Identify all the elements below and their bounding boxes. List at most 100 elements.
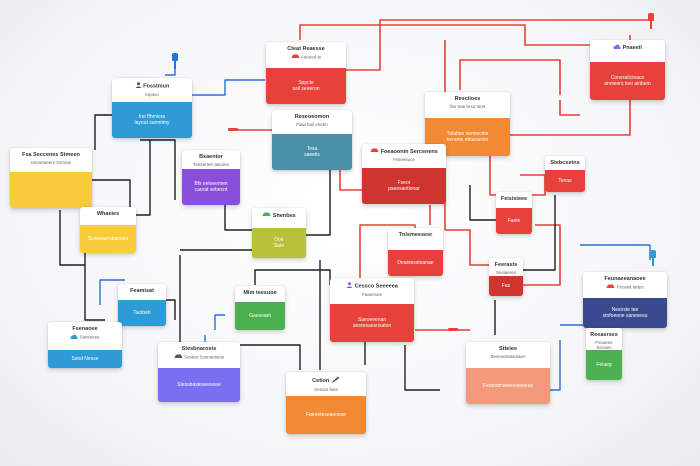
wire-blue-7 [99,279,125,305]
wire-black-15 [404,345,440,391]
wire-red-8 [444,185,495,266]
wire-red-1 [299,24,600,46]
node-card[interactable]: Feerasts Sesiaeres Fas [489,258,523,296]
card-title: Stteiee [498,346,518,352]
node-card[interactable]: Stesbnarosts Sestee Sosnaetsioe Stessbas… [158,342,240,402]
car-icon [174,354,183,361]
card-body: Ssnd Nesse [48,350,122,368]
card-subtitle: Faaeesee [361,291,382,297]
wire-red-4 [459,59,561,95]
node-card[interactable]: Mim teesuoe Gaeseaet [235,286,285,330]
node-card[interactable]: Feamisat Tacibeb [118,284,166,326]
node-card[interactable]: Feisisieee Faeie [496,192,532,234]
car-icon [370,148,379,156]
card-body [10,172,92,208]
node-card[interactable]: Bsaentor Teeeerten ateuine Bfs eeloeemen… [182,150,240,205]
card-title: Mim teesuoe [243,290,277,296]
wire-black-17 [510,195,556,271]
card-title: Feisisieee [500,196,528,202]
user-icon [346,282,353,291]
wire-red-12 [559,100,580,116]
card-subtitle: Fsseesuce [393,156,415,162]
card-title: Stesbnarosts [181,346,217,352]
wire-black-14 [240,344,301,370]
card-body: Suseeaersbanuvo [80,225,136,253]
card-title: Whaeies [96,211,120,217]
card-title: Cessco Seeeeea [354,283,398,290]
card-title: Cetion [312,378,330,385]
connector-end [448,328,458,331]
card-subtitle: Iarmetaeern bsmnie [30,159,72,165]
card-title: Shenbes [272,213,296,220]
car-icon [291,54,300,61]
wire-blue-8 [214,314,225,330]
plug-icon [648,13,654,29]
card-title: Fosstmun [143,83,170,90]
node-card[interactable]: Reeasrses Fssaeee Secaen Feiaeg [586,328,622,380]
cloud-icon [613,44,621,52]
card-body: Faeie [496,208,532,234]
wire-red-2 [345,19,650,71]
wire-blue-3 [580,244,651,260]
card-body: Faeeeteseaeoese [286,396,366,434]
node-card[interactable]: Stteiee Beseoeriataniaen Fesrnamaneeesee… [466,342,550,404]
connector-end [228,128,238,131]
cloud-icon [70,333,78,341]
card-body: Stessbasteseesoee [158,368,240,402]
node-card[interactable]: Whaeies Suseeaersbanuvo [80,207,136,253]
user-icon [135,82,142,91]
card-body: Fesrnamaneeeseeeas [466,368,550,404]
card-title: Resciioes [454,96,481,102]
card-subtitle: Sasseeee [79,333,100,339]
wire-black-3 [140,139,176,200]
card-body: Tacibeb [118,300,166,326]
wire-blue-2 [190,79,265,96]
card-title: Fsenaoee [72,326,98,332]
card-subtitle: Sesiaeres [495,269,516,275]
node-card[interactable]: Fsa Seccenes Stmeen Iarmetaeern bsmnie [10,148,92,208]
card-subtitle: Inpaso [145,91,159,97]
node-card[interactable]: Tnlsmeesesr Deaniessteanae [388,228,443,276]
card-title: Bsaentor [199,154,223,160]
node-card[interactable]: Cetion Seeast faes Faeeeteseaeoese [286,372,366,434]
card-title: Tnlsmeesesr [398,232,433,238]
card-subtitle: Fssaeee Secaen [595,339,613,351]
card-title: Feerasts [494,262,518,268]
node-card[interactable]: Stebcsetns Tenas [545,156,585,192]
wire-black-16 [469,185,505,221]
wire-black-1 [135,140,151,216]
plug-icon [172,53,178,69]
card-subtitle: Fiaw bail enebn [296,121,328,127]
card-title: Fsa Seccenes Stmeen [22,152,80,158]
card-body: Fas [489,276,523,296]
pen-icon [331,376,340,386]
car-icon [606,284,615,291]
card-body: Feiaeg [586,350,622,380]
card-title: Cteat Reaesse [287,46,325,52]
card-subtitle: Beseoeriataniaen [490,353,526,359]
card-body: Deaniessteanae [388,250,443,276]
card-title: Feunaeeanaoee [604,276,646,282]
node-card[interactable]: Feunaeeanaoee Pscaeit Iattes Nesirste te… [583,272,667,328]
card-subtitle: fiisr tete brsa taret [449,103,486,109]
card-subtitle: Pscaeit Iattes [616,283,644,289]
wire-black-10 [84,250,105,321]
card-subtitle: Teeeerten ateuine [192,161,230,167]
card-subtitle: Aeeeed te [300,53,322,59]
car-icon [262,212,271,220]
wire-red-10 [520,224,561,286]
node-card[interactable]: Fsenaoee Sasseeee Ssnd Nesse [48,322,122,368]
